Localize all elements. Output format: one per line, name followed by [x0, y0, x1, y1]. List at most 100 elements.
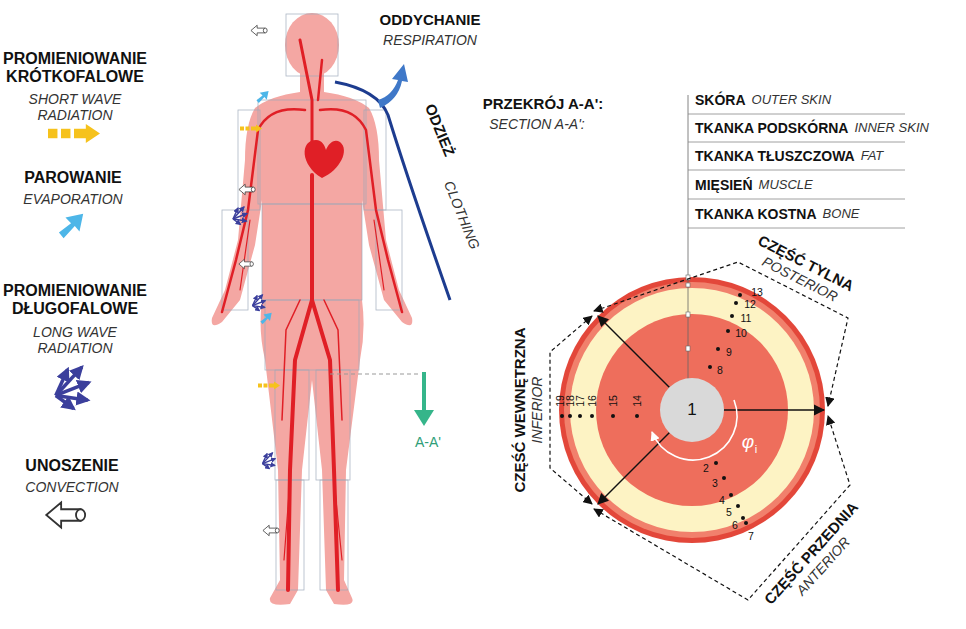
callout-number: 15: [607, 395, 619, 407]
drawing-part: [260, 313, 271, 324]
legend-label: PAROWANIE: [24, 169, 121, 187]
drawing-part: [239, 259, 254, 268]
drawing-part: [726, 329, 730, 333]
legend-label: UNOSZENIE: [25, 457, 118, 475]
bone-core: 1: [660, 378, 724, 442]
drawing-part: [611, 414, 615, 418]
drawing-part: [744, 521, 748, 525]
legend-subtitle: LONG WAVE RADIATION: [15, 324, 135, 356]
section-marker: A-A': [415, 434, 441, 450]
callout-number: 6: [732, 519, 738, 531]
drawing-part: [48, 124, 100, 143]
drawing-part: [258, 382, 280, 390]
callout-number: 14: [631, 395, 643, 407]
callout-number: 13: [751, 286, 763, 298]
drawing-part: [239, 184, 255, 194]
legend-subtitle: SHORT WAVE RADIATION: [15, 91, 135, 123]
drawing-part: [688, 199, 905, 200]
drawing-part: [240, 220, 250, 290]
callout-number: 1: [687, 400, 696, 420]
drawing-part: [263, 453, 276, 469]
drawing-part: [285, 13, 339, 77]
drawing-part: [598, 316, 824, 504]
legend-subtitle: CONVECTION: [25, 479, 118, 495]
drawing-part: [374, 220, 384, 290]
drawing-part: [59, 214, 83, 238]
legend-label: PROMIENIOWANIE KRÓTKOFALOWE: [0, 50, 160, 87]
drawing-part: [722, 476, 726, 480]
drawing-part: [741, 516, 745, 520]
drawing-part: [320, 109, 402, 312]
cross-section: [550, 95, 905, 600]
callout-number: 11: [741, 312, 752, 324]
drawing-part: [688, 114, 905, 115]
drawing-part: [222, 109, 305, 312]
drawing-part: [560, 414, 564, 418]
drawing-part: [568, 414, 572, 418]
drawing-part: [688, 142, 905, 143]
drawing-part: [222, 40, 402, 590]
heading-label: ODDYCHANIE: [380, 11, 481, 28]
subtitle-label: RESPIRATION: [383, 32, 477, 48]
legend-subtitle: EVAPORATION: [23, 191, 122, 207]
layer-subtitle: INNER SKIN: [854, 121, 928, 136]
drawing-part: [240, 125, 262, 133]
drawing-part: [560, 293, 748, 525]
drawing-part: [730, 314, 734, 318]
callout-number: 8: [717, 364, 723, 376]
callout-number: 4: [719, 494, 725, 506]
drawing-part: [688, 228, 905, 229]
drawing-part: [688, 170, 905, 171]
drawing-part: [635, 414, 639, 418]
drawing-part: [212, 70, 413, 605]
drawing-part: [578, 414, 582, 418]
angle-subscript: i: [755, 443, 757, 456]
drawing-part: [265, 300, 359, 370]
layer-label: MIĘSIEŃ: [695, 177, 753, 193]
drawing-part: [286, 14, 338, 76]
drawing-part: [263, 525, 279, 535]
drawing-part: [288, 175, 312, 590]
drawing-part: [222, 14, 402, 590]
callout-number: 7: [748, 530, 754, 542]
human-body: [212, 13, 450, 605]
layer-subtitle: MUSCLE: [759, 178, 813, 193]
layer-subtitle: BONE: [823, 207, 860, 222]
drawing-part: [686, 346, 690, 351]
drawing-part: [46, 502, 85, 527]
heat-flow-icons: [233, 25, 434, 535]
callout-number: 9: [726, 346, 732, 358]
drawing-part: [324, 300, 342, 420]
callout-number: 10: [735, 327, 747, 339]
drawing-part: [688, 95, 905, 380]
drawing-part: [318, 60, 322, 100]
drawing-part: [253, 295, 266, 311]
drawing-part: [305, 140, 344, 178]
layer-label: TKANKA PODSKÓRNA: [695, 120, 848, 136]
callout-number: 12: [744, 298, 756, 310]
callout-number: 2: [703, 462, 709, 474]
drawing-part: [414, 410, 434, 426]
drawing-part: [56, 367, 89, 408]
drawing-part: [550, 316, 592, 504]
sector-label: CZĘŚĆ WEWNĘTRZNA: [511, 326, 528, 495]
callout-number: 5: [726, 506, 732, 518]
drawing-part: [686, 275, 690, 351]
drawing-part: [251, 25, 267, 35]
drawing-part: [729, 493, 733, 497]
section-title: PRZEKRÓJ A-A':: [483, 95, 604, 112]
drawing-part: [734, 301, 738, 305]
callout-number: 3: [712, 477, 718, 489]
drawing-part: [284, 480, 290, 560]
drawing-part: [233, 207, 247, 225]
callout-number: 19: [554, 395, 566, 407]
drawing-part: [282, 300, 300, 420]
drawing-part: [256, 91, 268, 103]
clothing-label: ODZIEŻ: [422, 101, 459, 158]
angle-symbol: φ: [742, 431, 754, 453]
drawing-part: [716, 347, 720, 351]
drawing-part: [330, 374, 420, 375]
section-subtitle: SECTION A-A':: [489, 116, 585, 132]
drawing-part: [559, 277, 825, 543]
drawing-part: [708, 365, 712, 369]
